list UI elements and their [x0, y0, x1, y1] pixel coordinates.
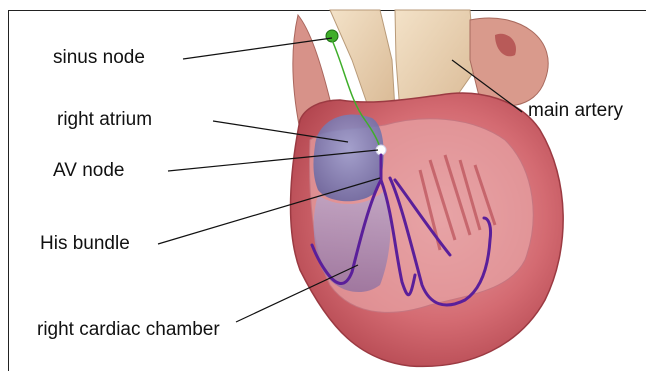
label-av-node: AV node	[53, 161, 124, 180]
right-atrium-region	[313, 114, 383, 201]
label-main-artery: main artery	[528, 101, 623, 120]
label-his-bundle: His bundle	[40, 234, 130, 253]
label-right-cardiac-chamber: right cardiac chamber	[37, 320, 220, 339]
label-sinus-node: sinus node	[53, 48, 145, 67]
label-right-atrium: right atrium	[57, 110, 152, 129]
